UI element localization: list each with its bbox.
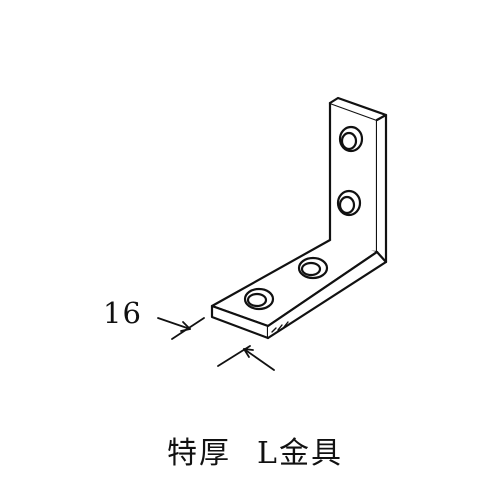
vertical-leg-front <box>328 101 379 254</box>
caption-prefix: 特厚 <box>167 436 232 471</box>
dimension-arrow-lower <box>217 345 275 371</box>
caption: 特厚 L金具 <box>0 428 500 472</box>
vertical-leg-side <box>375 113 388 264</box>
horizontal-hole-right <box>297 256 329 280</box>
thickness-dimension-label: 16 <box>103 296 142 330</box>
horizontal-leg-side <box>266 250 388 340</box>
horizontal-hole-left <box>243 287 275 311</box>
dimension-arrow-upper <box>157 317 205 340</box>
vertical-hole-top <box>338 125 364 153</box>
edge-hatching <box>271 321 289 333</box>
caption-suffix: L金具 <box>257 436 343 471</box>
vertical-hole-bottom <box>336 189 362 217</box>
